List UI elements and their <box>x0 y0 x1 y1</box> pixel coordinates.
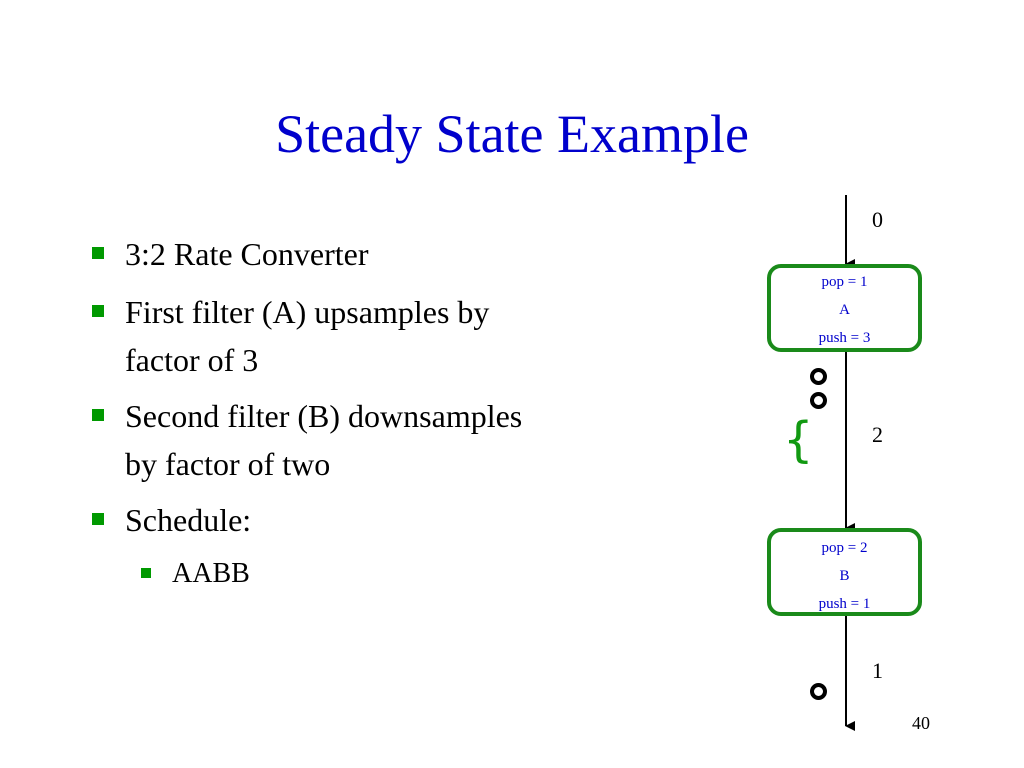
data-item-circle-icon <box>810 368 827 385</box>
bullet-marker-icon <box>92 409 104 421</box>
input-channel-count: 0 <box>872 207 883 232</box>
bullet-text: by factor of two <box>125 446 331 482</box>
filter-a-push: push = 3 <box>818 330 871 346</box>
bullet-text: First filter (A) upsamples by <box>125 294 490 330</box>
bullet-text: factor of 3 <box>125 342 259 378</box>
data-item-circle-icon <box>810 392 827 409</box>
sub-bullet-marker-icon <box>141 568 151 578</box>
sub-bullet-text: AABB <box>172 558 250 589</box>
curly-brace-icon: { <box>783 412 814 468</box>
filter-b-pop: pop = 2 <box>821 540 868 556</box>
output-channel-count: 1 <box>872 658 883 683</box>
bullet-text: Schedule: <box>125 502 252 538</box>
filter-b-name: B <box>839 568 850 584</box>
filter-a-name: A <box>839 302 850 318</box>
filter-a-box: pop = 1 A push = 3 <box>767 264 922 352</box>
bullet-text: Second filter (B) downsamples <box>125 398 523 434</box>
middle-channel-count: 2 <box>872 422 883 447</box>
filter-b-push: push = 1 <box>818 596 871 612</box>
page-number: 40 <box>912 713 930 733</box>
filter-b-box: pop = 2 B push = 1 <box>767 528 922 616</box>
filter-a-pop: pop = 1 <box>821 274 868 290</box>
bullet-marker-icon <box>92 247 104 259</box>
bullet-marker-icon <box>92 305 104 317</box>
bullet-text: 3:2 Rate Converter <box>125 236 369 272</box>
data-item-circle-icon <box>810 683 827 700</box>
slide-title: Steady State Example <box>275 104 749 164</box>
bullet-marker-icon <box>92 513 104 525</box>
